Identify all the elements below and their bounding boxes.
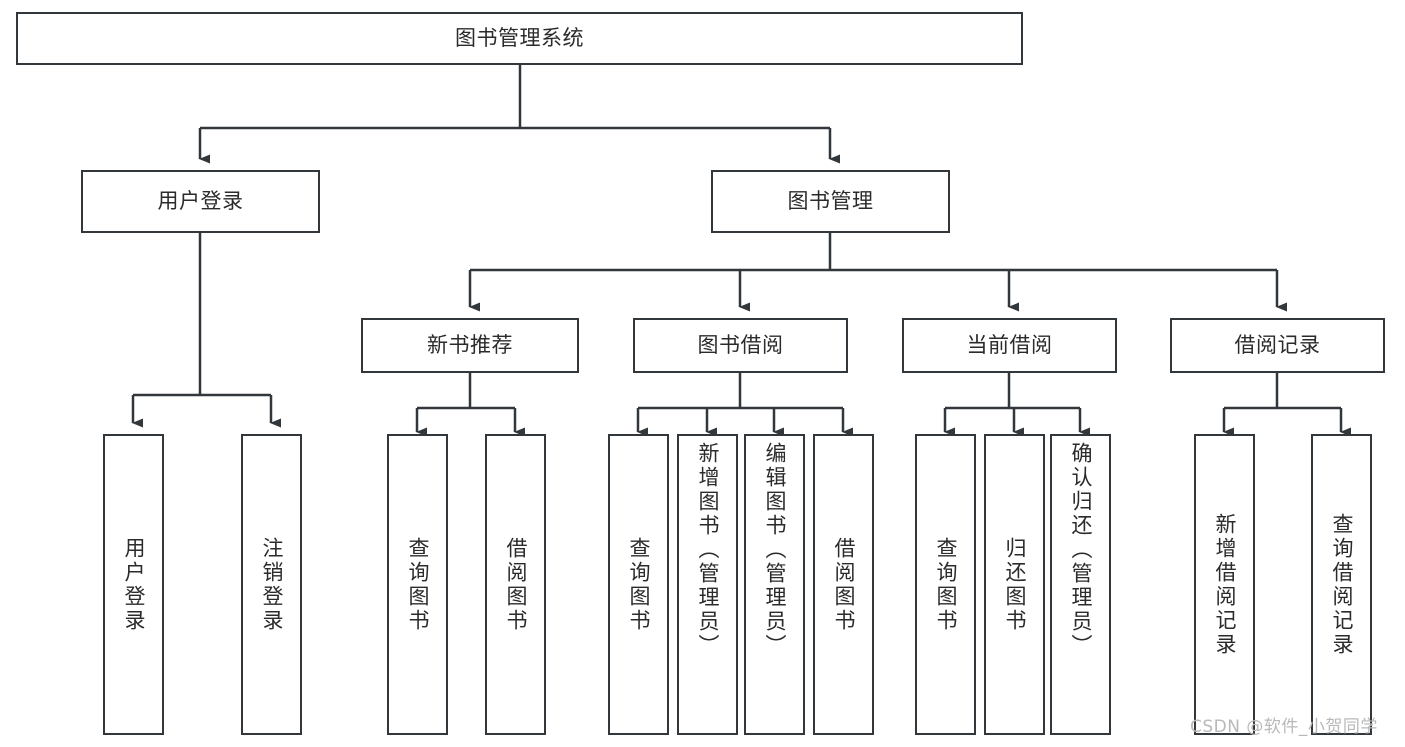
node-book-borrow-label: 图书借阅 — [697, 333, 784, 358]
node-leaf-query-book-1-label: 查询图书 — [406, 536, 430, 633]
node-leaf-user-login[interactable]: 用户登录 — [103, 434, 164, 735]
node-book-management-label: 图书管理 — [787, 189, 874, 214]
node-leaf-edit-book-label: 编辑图书（管理员） — [763, 442, 787, 658]
node-borrow-record-label: 借阅记录 — [1234, 333, 1321, 358]
node-leaf-add-book[interactable]: 新增图书（管理员） — [677, 434, 738, 735]
node-leaf-query-book-2[interactable]: 查询图书 — [608, 434, 669, 735]
node-user-login-label: 用户登录 — [157, 189, 244, 214]
node-leaf-query-record[interactable]: 查询借阅记录 — [1311, 434, 1372, 735]
node-leaf-query-book-3[interactable]: 查询图书 — [915, 434, 976, 735]
node-leaf-query-book-1[interactable]: 查询图书 — [387, 434, 448, 735]
node-current-borrow[interactable]: 当前借阅 — [902, 318, 1117, 373]
node-new-book-recommend-label: 新书推荐 — [427, 333, 513, 358]
node-user-login[interactable]: 用户登录 — [81, 170, 320, 233]
node-leaf-borrow-book-2[interactable]: 借阅图书 — [813, 434, 874, 735]
node-leaf-confirm-return-label: 确认归还（管理员） — [1069, 442, 1093, 658]
node-leaf-return-book-label: 归还图书 — [1003, 536, 1027, 633]
node-leaf-return-book[interactable]: 归还图书 — [984, 434, 1045, 735]
node-leaf-query-book-2-label: 查询图书 — [627, 536, 651, 633]
node-book-management[interactable]: 图书管理 — [711, 170, 950, 233]
node-leaf-borrow-book-1[interactable]: 借阅图书 — [485, 434, 546, 735]
node-current-borrow-label: 当前借阅 — [966, 333, 1053, 358]
node-new-book-recommend[interactable]: 新书推荐 — [361, 318, 579, 373]
node-leaf-user-login-label: 用户登录 — [122, 536, 146, 633]
node-leaf-query-record-label: 查询借阅记录 — [1330, 512, 1354, 657]
node-leaf-query-book-3-label: 查询图书 — [934, 536, 958, 633]
node-leaf-user-logout[interactable]: 注销登录 — [241, 434, 302, 735]
node-leaf-edit-book[interactable]: 编辑图书（管理员） — [744, 434, 805, 735]
csdn-watermark: CSDN @软件_小贺同学 — [1190, 717, 1378, 737]
node-leaf-borrow-book-2-label: 借阅图书 — [832, 536, 856, 633]
node-leaf-user-logout-label: 注销登录 — [260, 536, 284, 633]
node-leaf-add-record[interactable]: 新增借阅记录 — [1194, 434, 1255, 735]
node-leaf-add-book-label: 新增图书（管理员） — [696, 442, 720, 658]
node-leaf-borrow-book-1-label: 借阅图书 — [504, 536, 528, 633]
node-leaf-add-record-label: 新增借阅记录 — [1213, 512, 1237, 657]
node-root[interactable]: 图书管理系统 — [16, 12, 1023, 65]
node-leaf-confirm-return[interactable]: 确认归还（管理员） — [1050, 434, 1111, 735]
node-book-borrow[interactable]: 图书借阅 — [633, 318, 848, 373]
node-borrow-record[interactable]: 借阅记录 — [1170, 318, 1385, 373]
node-root-label: 图书管理系统 — [455, 26, 584, 51]
